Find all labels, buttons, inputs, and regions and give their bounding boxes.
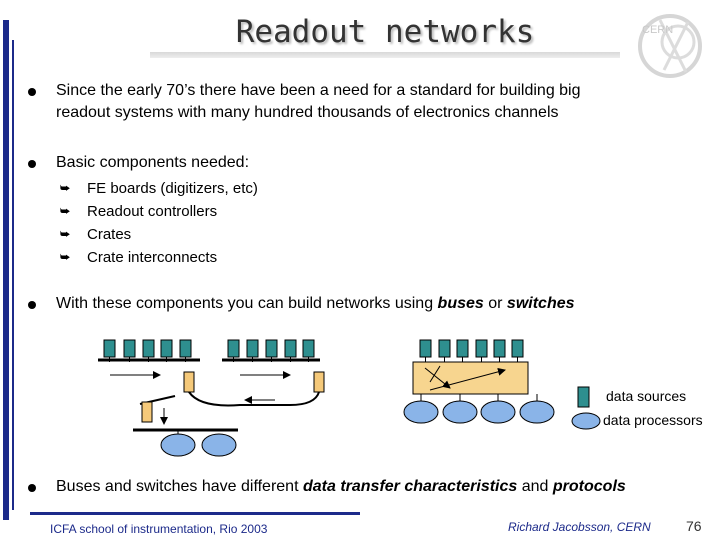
data-processor xyxy=(160,433,196,457)
legend-data-processors: data processors xyxy=(603,412,703,428)
arrowhead-icon: ⮩ xyxy=(60,183,71,195)
cern-logo-icon xyxy=(638,14,702,78)
title-underline xyxy=(150,52,620,58)
bullet-3-prefix: With these components you can build netw… xyxy=(56,295,438,312)
data-source xyxy=(265,339,278,358)
page-number: 76 xyxy=(686,518,702,534)
legend-source-symbol xyxy=(577,386,590,408)
bullet-4-text: Buses and switches have different data t… xyxy=(56,476,626,498)
bullet-icon xyxy=(28,160,36,168)
bullet-1-line2: readout systems with many hundred thousa… xyxy=(56,104,559,121)
data-processor xyxy=(201,433,237,457)
data-source xyxy=(511,339,524,358)
data-source xyxy=(160,339,173,358)
data-processor xyxy=(480,400,516,424)
data-source xyxy=(438,339,451,358)
data-source xyxy=(227,339,240,358)
arrowhead-icon: ⮩ xyxy=(60,229,71,241)
footer-author: Richard Jacobsson, CERN xyxy=(508,520,651,534)
sub-item-crate-interconnects: Crate interconnects xyxy=(87,249,218,266)
sub-item-crates: Crates xyxy=(87,226,132,243)
footer-bar xyxy=(30,512,360,515)
bullet-1-text: Since the early 70’s there have been a n… xyxy=(56,80,581,124)
legend-data-sources: data sources xyxy=(606,388,687,404)
bullet-4-em-protocols: protocols xyxy=(552,478,626,495)
data-source xyxy=(246,339,259,358)
readout-controller-3 xyxy=(141,401,153,423)
bullet-3-text: With these components you can build netw… xyxy=(56,293,575,315)
crate-1 xyxy=(98,358,200,393)
data-source xyxy=(302,339,315,358)
data-processor xyxy=(519,400,555,424)
left-accent-bar xyxy=(3,20,9,520)
bullet-icon xyxy=(28,301,36,309)
bullet-4-em-characteristics: data transfer characteristics xyxy=(302,478,518,495)
bullet-3-em-buses: buses xyxy=(437,295,484,312)
sub-item-fe-boards: FE boards (digitizers, etc) xyxy=(87,180,258,197)
left-accent-line xyxy=(12,40,14,510)
sub-item-readout-controllers: Readout controllers xyxy=(87,203,218,220)
arrowhead-icon: ⮩ xyxy=(60,206,71,218)
readout-controller-2 xyxy=(313,371,325,393)
data-source xyxy=(475,339,488,358)
crate-2 xyxy=(222,358,325,393)
data-source xyxy=(142,339,155,358)
readout-controller-1 xyxy=(183,371,195,393)
crate-3 xyxy=(133,401,238,432)
bullet-icon xyxy=(28,88,36,96)
bullet-4-mid: and xyxy=(517,478,553,495)
footer-event: ICFA school of instrumentation, Rio 2003 xyxy=(50,522,268,536)
cern-logo-text: CERN xyxy=(642,24,674,36)
bullet-3-em-switches: switches xyxy=(506,295,575,312)
data-processor xyxy=(442,400,478,424)
data-source xyxy=(493,339,506,358)
data-source xyxy=(419,339,432,358)
arrowhead-icon: ⮩ xyxy=(60,252,71,264)
bullet-icon xyxy=(28,484,36,492)
bullet-3-mid: or xyxy=(483,295,507,312)
data-source xyxy=(123,339,136,358)
switch-box xyxy=(412,361,529,395)
data-source xyxy=(456,339,469,358)
bullet-2-text: Basic components needed: xyxy=(56,154,250,171)
page-title: Readout networks xyxy=(235,14,535,50)
data-processor xyxy=(403,400,439,424)
bullet-1-line1: Since the early 70’s there have been a n… xyxy=(56,82,581,99)
legend-processor-symbol xyxy=(571,412,601,430)
switch xyxy=(412,361,529,395)
data-source xyxy=(103,339,116,358)
bus-interconnect xyxy=(188,391,320,407)
data-source xyxy=(179,339,192,358)
bullet-4-prefix: Buses and switches have different xyxy=(56,478,303,495)
data-source xyxy=(284,339,297,358)
